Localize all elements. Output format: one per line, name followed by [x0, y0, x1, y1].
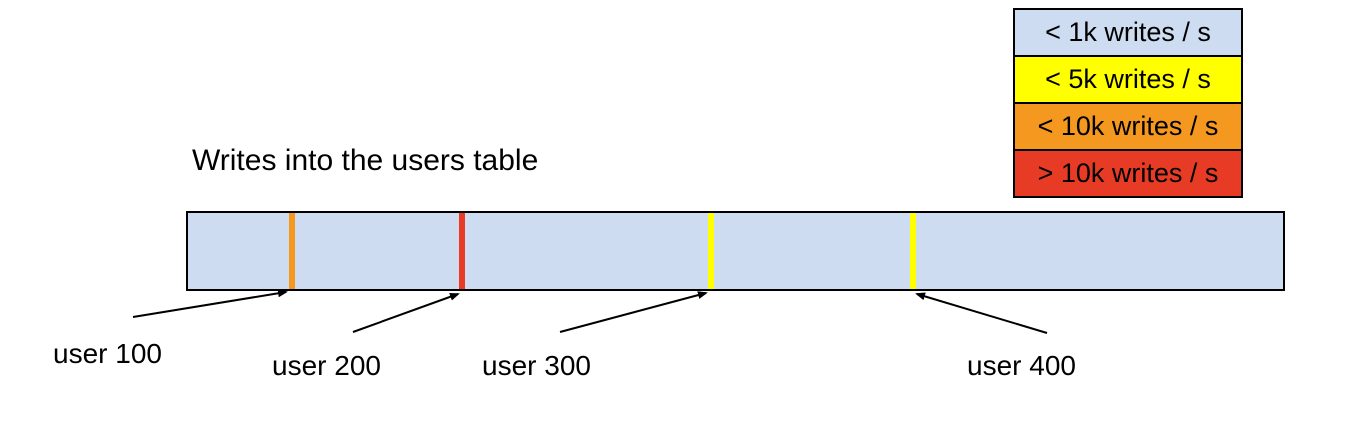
- marker-user-400: [910, 213, 916, 289]
- label-user-300: user 300: [482, 350, 591, 381]
- legend-item-lt-1k: < 1k writes / s: [1013, 8, 1243, 57]
- marker-user-200: [459, 213, 465, 289]
- legend-item-lt-10k: < 10k writes / s: [1013, 102, 1243, 151]
- legend-item-label: < 5k writes / s: [1045, 64, 1211, 94]
- label-user-400: user 400: [967, 350, 1076, 381]
- marker-user-100: [289, 213, 295, 289]
- legend-item-label: < 10k writes / s: [1037, 111, 1219, 141]
- arrow-user-200: [352, 292, 460, 333]
- marker-user-300: [708, 213, 714, 289]
- users-table-bar: [186, 211, 1285, 291]
- arrow-user-300: [559, 291, 708, 333]
- legend-item-gt-10k: > 10k writes / s: [1013, 149, 1243, 198]
- legend-item-label: < 1k writes / s: [1045, 17, 1211, 47]
- legend-item-lt-5k: < 5k writes / s: [1013, 55, 1243, 104]
- label-user-200: user 200: [272, 350, 381, 381]
- legend-item-label: > 10k writes / s: [1037, 158, 1219, 188]
- arrow-user-400: [915, 292, 1048, 334]
- write-rate-legend: < 1k writes / s < 5k writes / s < 10k wr…: [1013, 8, 1243, 198]
- arrow-user-100: [132, 289, 288, 318]
- diagram-title: Writes into the users table: [192, 144, 539, 177]
- label-user-100: user 100: [53, 338, 162, 369]
